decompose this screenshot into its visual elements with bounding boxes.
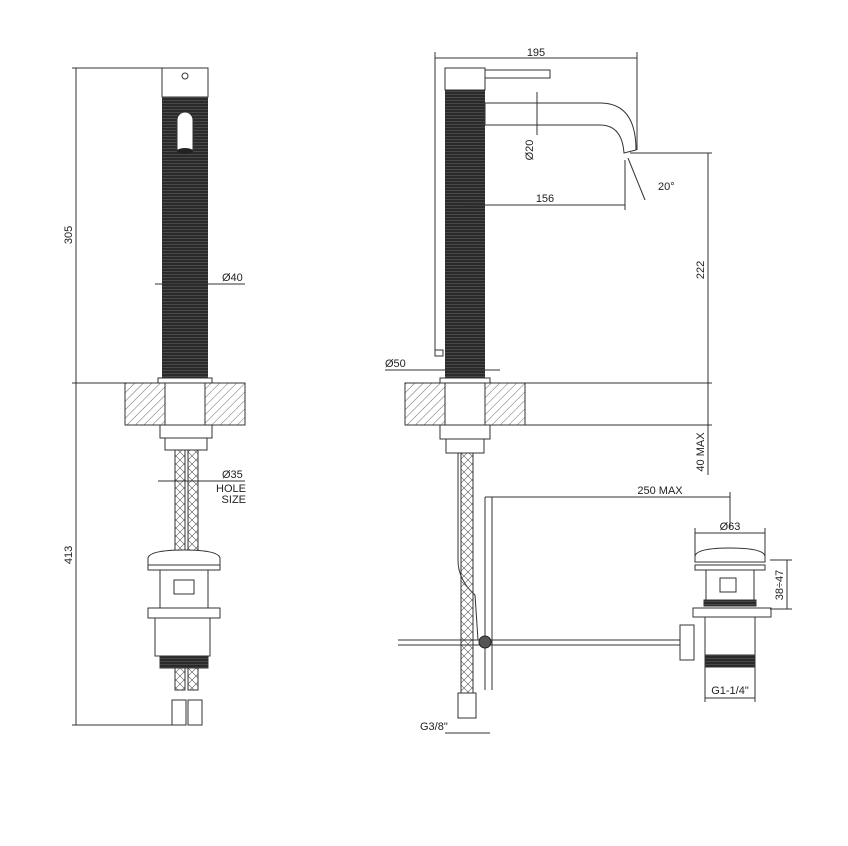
nut-flange (164, 437, 208, 451)
dim-413: 413 (63, 546, 75, 564)
rod-joint (478, 635, 492, 649)
waste-cap-side (694, 547, 766, 563)
side-deck-left (404, 382, 446, 426)
hole-label: HOLE (216, 483, 246, 495)
fixing-nut (159, 424, 213, 439)
hose-fitting-left (171, 699, 187, 726)
waste-tail (154, 617, 211, 657)
aerator-outlet (176, 111, 194, 151)
top-screw (181, 72, 189, 80)
waste-flange (147, 564, 221, 571)
faucet-top-cap (161, 67, 209, 98)
dim-hole-diameter: Ø35 (222, 469, 243, 481)
size-label: SIZE (222, 494, 246, 506)
waste-slot (173, 579, 195, 595)
dim-g114: G1-1/4" (711, 685, 749, 697)
dim-angle: 20° (658, 181, 675, 193)
side-view: 195 Ø20 156 20° 222 40 MAX Ø50 250 MAX G… (385, 47, 731, 734)
side-hose-fitting (457, 692, 477, 719)
side-deck-right (484, 382, 526, 426)
dim-body-diameter: Ø40 (222, 272, 243, 284)
waste-view: Ø63 38÷47 G1-1/4" (679, 521, 792, 702)
dim-305: 305 (63, 226, 75, 244)
lever-base (444, 67, 486, 91)
base-ring (157, 377, 213, 384)
dim-g38: G3/8" (420, 721, 448, 733)
dim-156: 156 (536, 193, 554, 205)
dim-base-diameter: Ø50 (385, 358, 406, 370)
spout (484, 102, 637, 154)
waste-side-thread (704, 654, 756, 668)
waste-nut (147, 607, 221, 619)
hose-fitting-right (187, 699, 203, 726)
dim-250-max: 250 MAX (637, 485, 683, 497)
waste-cap (147, 549, 221, 566)
dim-222: 222 (695, 261, 707, 279)
deck-left (124, 382, 166, 426)
dim-40-max: 40 MAX (695, 432, 707, 472)
aerator-icon (177, 148, 193, 154)
side-body (445, 90, 485, 383)
mounting-shank (164, 382, 206, 426)
front-view: 305 413 Ø40 Ø35 HOLE SIZE (63, 67, 246, 726)
side-hose (460, 452, 474, 694)
overflow-connector (679, 624, 695, 661)
waste-thread (159, 655, 209, 669)
dim-38-47: 38÷47 (774, 570, 786, 601)
dim-195: 195 (527, 47, 545, 59)
deck-right (204, 382, 246, 426)
side-nut (439, 424, 491, 440)
dim-63: Ø63 (720, 521, 741, 533)
lever-handle (484, 69, 551, 79)
dim-spout-diameter: Ø20 (524, 140, 536, 161)
